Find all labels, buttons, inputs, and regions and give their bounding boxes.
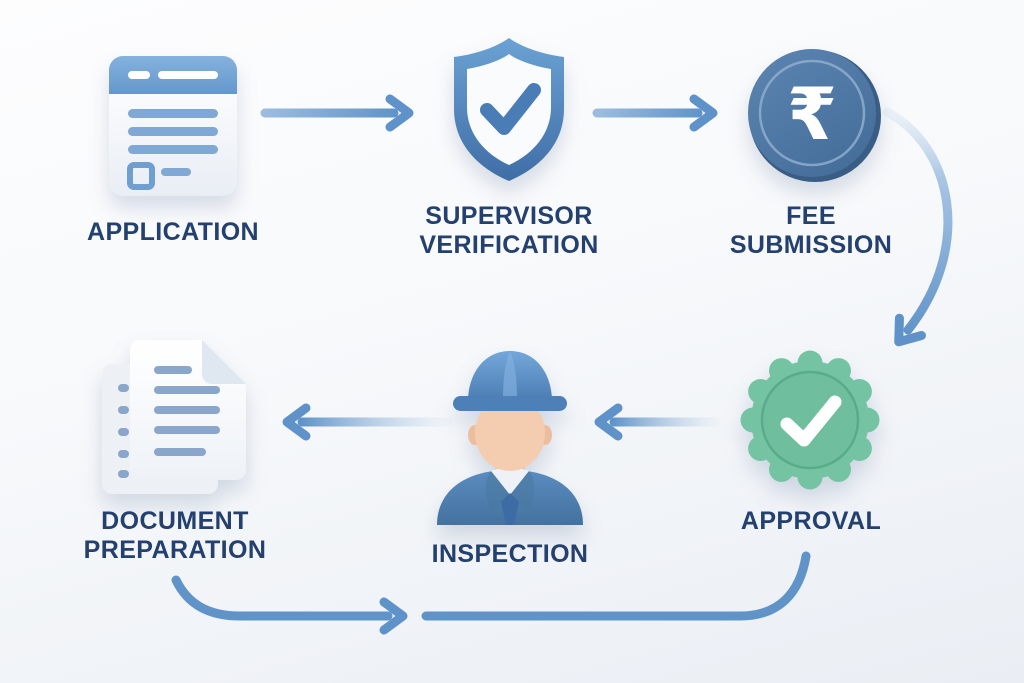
label-approval: APPROVAL xyxy=(740,507,882,535)
documents-stack-icon xyxy=(102,340,246,494)
step-approval xyxy=(740,350,880,490)
rupee-coin-icon: ₹ xyxy=(748,49,881,182)
step-document-preparation xyxy=(98,338,253,498)
shirt-collar xyxy=(491,468,529,495)
shield-check-icon xyxy=(454,38,564,181)
label-fee-submission: FEE SUBMISSION xyxy=(729,202,893,259)
step-fee-submission: ₹ xyxy=(746,47,882,183)
label-inspection: INSPECTION xyxy=(431,540,589,568)
step-supervisor-verification xyxy=(443,33,575,185)
tie xyxy=(501,493,519,525)
rupee-symbol: ₹ xyxy=(787,72,837,156)
step-inspection xyxy=(425,341,595,525)
label-document-preparation: DOCUMENT PREPARATION xyxy=(83,507,267,564)
arrow-documents-continue-left-part xyxy=(171,575,408,635)
folded-corner xyxy=(202,340,246,384)
approval-badge-icon xyxy=(740,350,880,490)
face xyxy=(475,395,545,471)
label-supervisor-verification: SUPERVISOR VERIFICATION xyxy=(419,202,599,259)
inspector-person-icon xyxy=(437,351,583,525)
application-form-icon xyxy=(109,56,237,196)
hard-hat-brim xyxy=(453,396,567,411)
step-application xyxy=(109,56,237,196)
label-application: APPLICATION xyxy=(87,218,259,246)
